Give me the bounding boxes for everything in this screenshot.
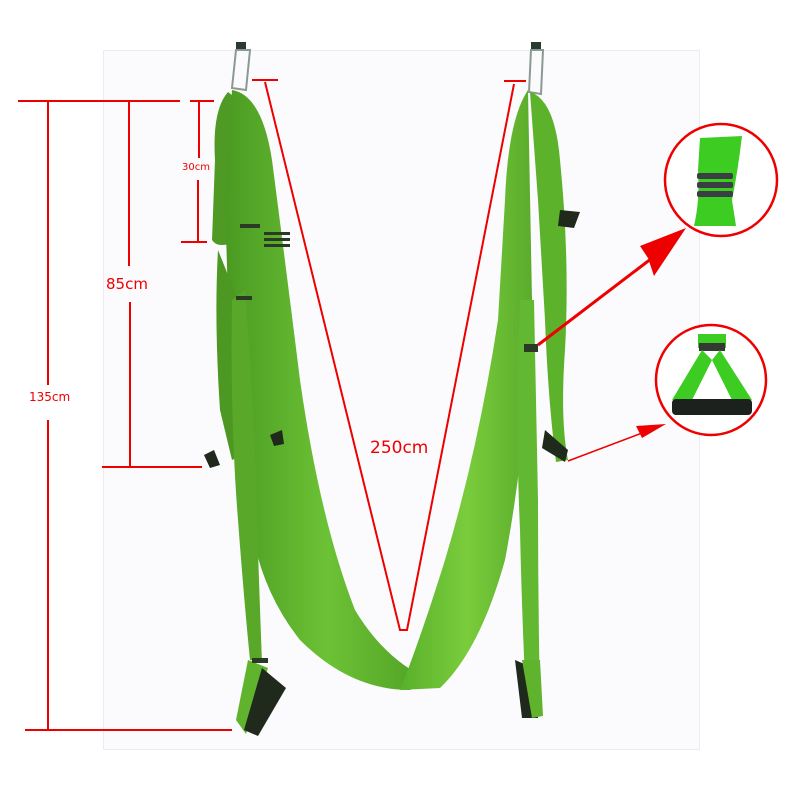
handle-detail-callout (654, 323, 768, 437)
dimension-85cm (102, 101, 202, 468)
right-carabiner-icon (527, 42, 545, 96)
label-85cm: 85cm (105, 275, 149, 293)
label-250cm: 250cm (370, 438, 429, 458)
strap-detail-callout (663, 122, 779, 238)
left-fabric-column (204, 90, 430, 736)
dimension-135cm (25, 101, 232, 731)
left-carabiner-icon (230, 42, 252, 92)
dimension-30cm (181, 101, 207, 243)
arrow-to-strap-detail (537, 228, 686, 347)
dimension-250cm (252, 79, 526, 631)
label-135cm: 135cm (28, 390, 72, 404)
right-fabric-column (400, 90, 580, 718)
arrow-to-handle-detail (567, 424, 666, 462)
label-30cm: 30cm (181, 162, 211, 173)
